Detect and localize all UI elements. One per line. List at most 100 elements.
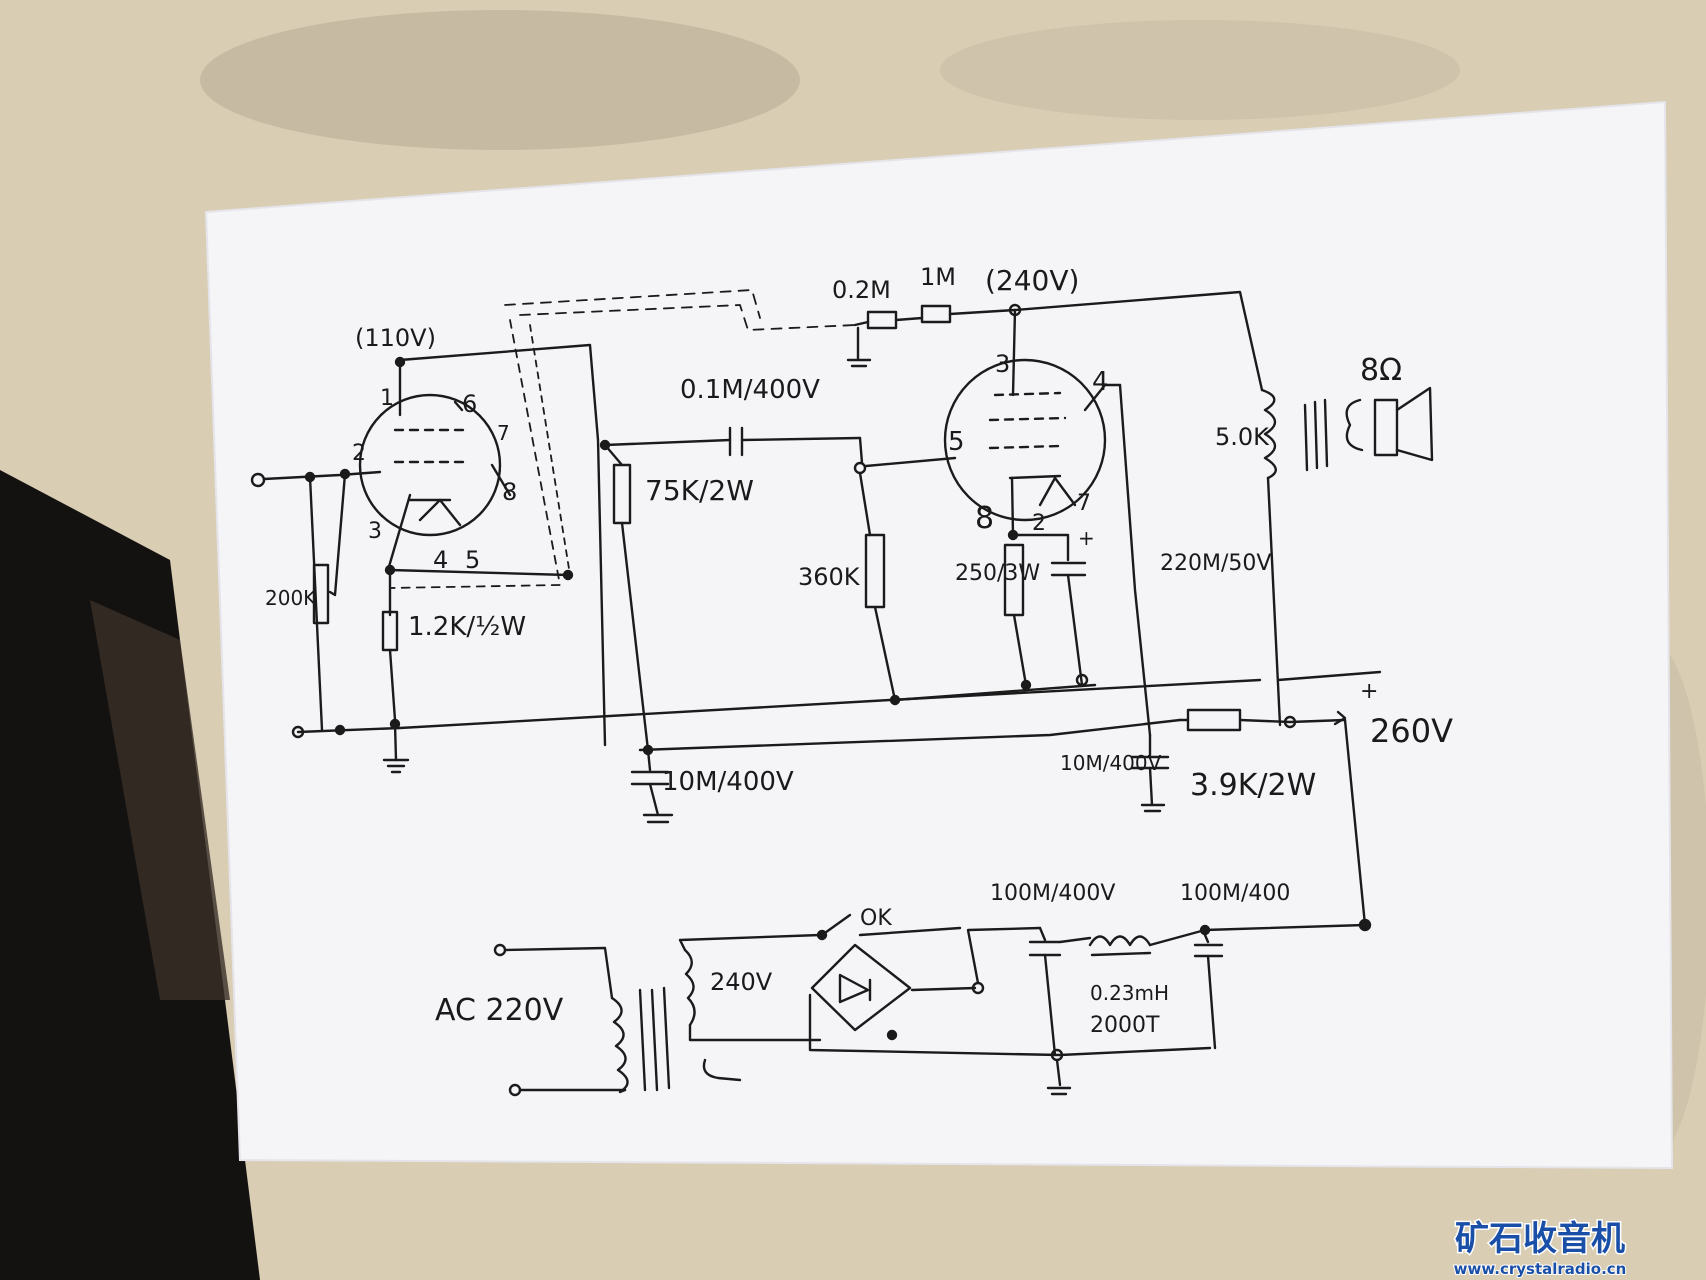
ground-terminal[interactable] bbox=[291, 725, 305, 739]
label-10u-b: 10M/400V bbox=[1060, 751, 1162, 775]
junction-node bbox=[1075, 673, 1089, 687]
potentiometer-200k[interactable] bbox=[312, 563, 330, 625]
watermark-cn: 矿石收音机 bbox=[1455, 1219, 1625, 1259]
junction-dot bbox=[394, 356, 406, 368]
label-220u: 220M/50V bbox=[1160, 551, 1271, 576]
bridge-rectifier[interactable] bbox=[810, 943, 912, 1032]
wood-edge bbox=[90, 600, 230, 1000]
label-8-ohm: 8Ω bbox=[1360, 353, 1402, 388]
diode-symbol bbox=[838, 973, 870, 1004]
wire bbox=[894, 316, 924, 322]
wire bbox=[603, 438, 732, 447]
wire bbox=[853, 320, 870, 327]
tube1-pin3 bbox=[386, 493, 412, 572]
label-output-transformer-5k: 5.0K bbox=[1215, 423, 1270, 451]
tube2-pin4 bbox=[1083, 383, 1122, 412]
label-1-2k: 1.2K/½W bbox=[408, 612, 526, 642]
wire bbox=[688, 1023, 822, 1042]
output-transformer-primary[interactable] bbox=[1260, 388, 1277, 480]
power-transformer-primary[interactable] bbox=[610, 996, 629, 1094]
ht-line bbox=[948, 290, 1264, 392]
tube2-pin-8: 8 bbox=[975, 501, 994, 536]
speaker-cone bbox=[1395, 386, 1434, 462]
tube2-plate-wire bbox=[1011, 308, 1017, 397]
grid2-wire bbox=[864, 456, 957, 468]
b-plus-rail bbox=[638, 718, 1182, 752]
tube2-pin-2: 2 bbox=[1032, 511, 1046, 536]
choke-core bbox=[1090, 951, 1152, 957]
arrow bbox=[1333, 710, 1347, 726]
choke-coil[interactable] bbox=[1088, 935, 1152, 947]
wire bbox=[873, 605, 897, 702]
tube2-envelope[interactable] bbox=[943, 358, 1107, 522]
ground-stem bbox=[393, 722, 398, 762]
table-stain bbox=[200, 10, 800, 150]
psu-ground-rail bbox=[808, 993, 1212, 1057]
dark-shadow bbox=[0, 470, 260, 1280]
label-250: 250/3W bbox=[955, 561, 1040, 586]
ground-symbol bbox=[846, 358, 872, 368]
coupling-capacitor[interactable] bbox=[728, 426, 744, 457]
label-10u-a: 10M/400V bbox=[662, 767, 794, 797]
tube1-pin6 bbox=[453, 400, 464, 412]
wire bbox=[858, 436, 864, 465]
junction-dot bbox=[886, 1029, 898, 1041]
screen-wire bbox=[1118, 383, 1152, 737]
label-3-9k: 3.9K/2W bbox=[1190, 768, 1316, 803]
wire bbox=[1206, 954, 1217, 1050]
wire bbox=[858, 926, 962, 937]
transformer-secondary bbox=[1345, 398, 1364, 452]
wire bbox=[1066, 573, 1084, 687]
wire bbox=[388, 648, 397, 722]
b-plus-feed bbox=[1343, 718, 1367, 927]
label-200k: 200K bbox=[265, 586, 317, 610]
wire bbox=[966, 926, 1042, 985]
tube2-screen bbox=[993, 391, 1062, 397]
label-75k: 75K/2W bbox=[645, 474, 754, 507]
speaker-body[interactable] bbox=[1373, 398, 1399, 457]
heater-winding bbox=[702, 1058, 742, 1082]
ground-rail bbox=[296, 678, 1262, 734]
junction-dot bbox=[1020, 679, 1032, 691]
shield-line bbox=[504, 289, 761, 319]
tube1-pin-8: 8 bbox=[502, 478, 517, 506]
watermark-url: www.crystalradio.cn bbox=[1454, 1260, 1627, 1278]
wire bbox=[603, 443, 624, 467]
wire bbox=[308, 475, 324, 732]
switch-lever[interactable] bbox=[820, 913, 852, 937]
wire bbox=[646, 748, 652, 772]
transformer-core bbox=[1303, 398, 1329, 472]
tube1-heater bbox=[418, 498, 462, 527]
power-transformer-secondary[interactable] bbox=[683, 948, 696, 1027]
label-plus: + bbox=[1078, 526, 1095, 550]
tube1-pin8 bbox=[490, 463, 512, 497]
label-110v: (110V) bbox=[355, 324, 436, 352]
circuit-lines bbox=[250, 289, 1434, 1097]
label-plus-260: + bbox=[1360, 679, 1378, 704]
wire bbox=[858, 471, 872, 537]
cathode1-wire bbox=[388, 568, 570, 577]
wire bbox=[1038, 926, 1047, 942]
ground-symbol bbox=[382, 758, 410, 774]
watermark: 矿石收音机 www.crystalradio.cn bbox=[1453, 1218, 1628, 1280]
label-coupling-cap: 0.1M/400V bbox=[680, 375, 820, 405]
tube1-pin-7: 7 bbox=[497, 421, 510, 445]
table-stain bbox=[940, 20, 1460, 120]
tube1-pin-4: 4 bbox=[433, 546, 448, 574]
wire bbox=[1010, 476, 1015, 537]
tube2-pin-5: 5 bbox=[948, 427, 965, 457]
tube2-pin-4: 4 bbox=[1092, 367, 1109, 397]
wire bbox=[1238, 718, 1347, 724]
wire bbox=[503, 946, 614, 1000]
tube1-envelope[interactable] bbox=[358, 393, 502, 537]
wire bbox=[910, 986, 977, 992]
wire bbox=[1276, 670, 1382, 682]
label-100u-a: 100M/400V bbox=[990, 881, 1115, 906]
wire bbox=[678, 933, 822, 952]
shield-line bbox=[389, 319, 561, 589]
tube2-pin-3: 3 bbox=[995, 350, 1010, 378]
tube2-cathode bbox=[1008, 474, 1062, 480]
wire bbox=[1043, 953, 1057, 1057]
label-100u-b: 100M/400 bbox=[1180, 881, 1290, 906]
